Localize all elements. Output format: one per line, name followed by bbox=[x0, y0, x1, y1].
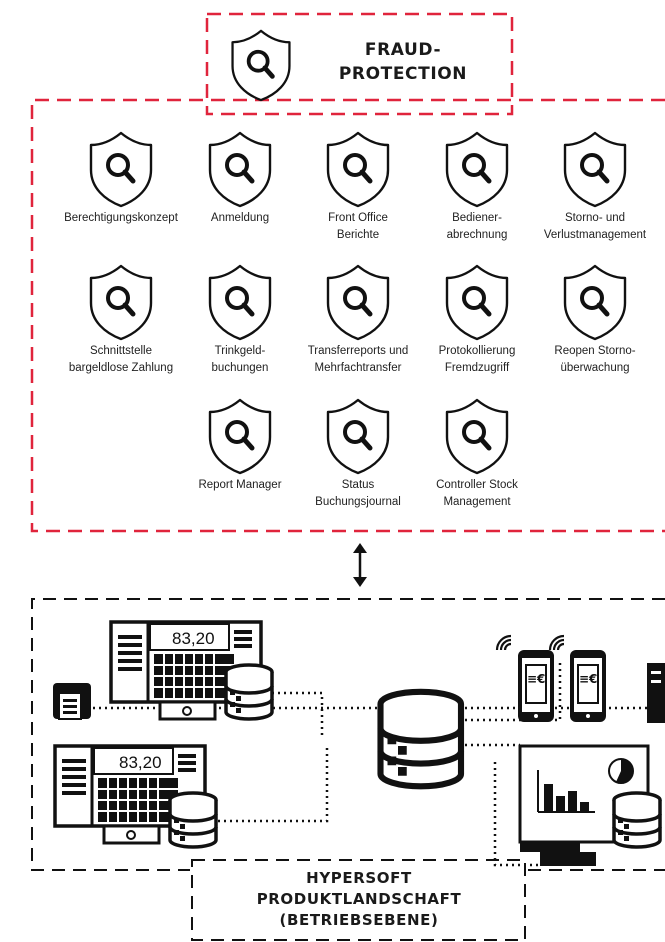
wifi-icon bbox=[495, 634, 565, 651]
fraud-protection-title-line2: PROTECTION bbox=[338, 64, 468, 84]
double-arrow-icon bbox=[353, 543, 367, 587]
feature-item: Controller Stock Management bbox=[413, 397, 541, 511]
feature-label: Controller Stock Management bbox=[436, 479, 518, 508]
shield-search-icon bbox=[444, 130, 510, 208]
shield-search-icon bbox=[207, 130, 273, 208]
feature-item: Berechtigungskonzept bbox=[57, 130, 185, 227]
feature-label: Protokollierung Fremdzugriff bbox=[438, 345, 516, 374]
feature-label: Storno- und Verlustmanagement bbox=[543, 212, 647, 241]
database-icon bbox=[224, 663, 274, 721]
shield-search-icon bbox=[325, 130, 391, 208]
fraud-protection-title: FRAUD- PROTECTION bbox=[308, 38, 498, 86]
network-lines bbox=[75, 662, 665, 867]
shield-search-icon bbox=[88, 263, 154, 341]
pos-terminal-icon: 83,20 bbox=[109, 620, 263, 721]
feature-label: Status Buchungsjournal bbox=[315, 479, 401, 508]
central-database-icon bbox=[381, 692, 462, 787]
shield-search-icon bbox=[444, 263, 510, 341]
svg-text:≡€: ≡€ bbox=[579, 672, 597, 686]
pos-display-value-2: 83,20 bbox=[119, 753, 162, 772]
product-landscape-title-line3: (BETRIEBSEBENE) bbox=[279, 911, 439, 929]
shield-search-icon bbox=[444, 397, 510, 475]
feature-label: Berechtigungskonzept bbox=[64, 212, 178, 224]
product-landscape-title-line1: HYPERSOFT bbox=[306, 869, 412, 887]
pos-terminal-icon: 83,20 bbox=[53, 744, 207, 845]
receipt-printer-icon bbox=[53, 683, 91, 720]
feature-item: Bediener- abrechnung bbox=[413, 130, 541, 244]
fraud-protection-container bbox=[30, 98, 665, 533]
shield-search-icon bbox=[228, 28, 294, 102]
feature-item: Transferreports und Mehrfachtransfer bbox=[294, 263, 422, 377]
feature-label: Front Office Berichte bbox=[328, 212, 388, 241]
feature-label: Trinkgeld- buchungen bbox=[211, 345, 269, 374]
product-landscape-title-frame bbox=[191, 859, 526, 941]
feature-item: Schnittstelle bargeldlose Zahlung bbox=[57, 263, 185, 377]
feature-item: Anmeldung bbox=[176, 130, 304, 227]
feature-label: Anmeldung bbox=[210, 212, 270, 224]
shield-search-icon bbox=[207, 263, 273, 341]
feature-label: Transferreports und Mehrfachtransfer bbox=[307, 345, 409, 374]
server-icon bbox=[647, 663, 665, 723]
feature-label: Report Manager bbox=[198, 479, 282, 491]
feature-item: Report Manager bbox=[176, 397, 304, 494]
feature-item: Status Buchungsjournal bbox=[294, 397, 422, 511]
feature-item: Protokollierung Fremdzugriff bbox=[413, 263, 541, 377]
feature-label: Bediener- abrechnung bbox=[446, 212, 508, 241]
shield-search-icon bbox=[562, 263, 628, 341]
pos-display-value-1: 83,20 bbox=[172, 629, 215, 648]
shield-search-icon bbox=[88, 130, 154, 208]
smartphone-icon: ≡€ bbox=[570, 650, 606, 722]
fraud-protection-frame bbox=[205, 12, 514, 116]
product-landscape-container bbox=[31, 598, 665, 871]
shield-search-icon bbox=[325, 397, 391, 475]
product-landscape-title: HYPERSOFT PRODUKTLANDSCHAFT (BETRIEBSEBE… bbox=[190, 868, 528, 931]
fraud-protection-title-line1: FRAUD- bbox=[364, 40, 442, 60]
database-icon bbox=[612, 791, 662, 849]
feature-item: Trinkgeld- buchungen bbox=[176, 263, 304, 377]
feature-label: Reopen Storno- überwachung bbox=[554, 345, 636, 374]
feature-item: Reopen Storno- überwachung bbox=[531, 263, 659, 377]
shield-search-icon bbox=[207, 397, 273, 475]
product-landscape-title-line2: PRODUKTLANDSCHAFT bbox=[256, 890, 462, 908]
shield-search-icon bbox=[562, 130, 628, 208]
shield-search-icon bbox=[325, 263, 391, 341]
smartphone-icon: ≡€ bbox=[518, 650, 554, 722]
svg-text:≡€: ≡€ bbox=[527, 672, 545, 686]
feature-item: Storno- und Verlustmanagement bbox=[531, 130, 659, 244]
database-icon bbox=[168, 791, 218, 849]
feature-label: Schnittstelle bargeldlose Zahlung bbox=[68, 345, 174, 374]
feature-item: Front Office Berichte bbox=[294, 130, 422, 244]
